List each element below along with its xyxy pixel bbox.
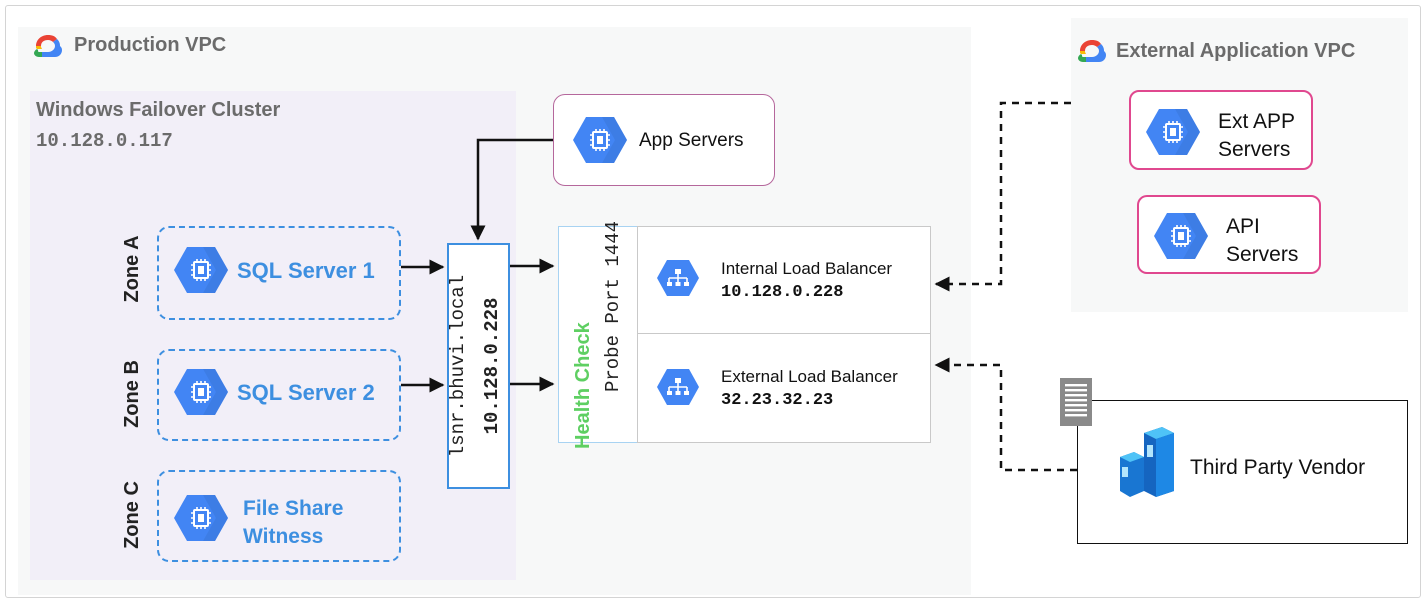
listener-box [447,243,510,489]
arrow-external-vpc-to-internal-lb [934,101,1071,292]
cluster-ip: 10.128.0.117 [36,130,173,152]
external-lb-name: External Load Balancer [721,367,898,386]
third-party-vendor-label: Third Party Vendor [1190,456,1366,479]
windows-failover-cluster-area [30,91,516,580]
sql-server-1-label: SQL Server 1 [237,258,375,283]
zone-c-box [157,470,401,562]
zone-b-box [157,349,401,441]
api-servers-label: API Servers [1226,213,1298,269]
production-vpc-title: Production VPC [74,34,227,56]
api-line1: API [1226,215,1260,238]
gateway-building-icon [1060,378,1092,426]
diagram-frame [5,5,1421,598]
file-share-witness-line1: File Share [243,497,344,520]
app-servers-label: App Servers [639,130,744,151]
arrow-vendor-to-external-lb [934,357,1077,472]
external-vpc-title: External Application VPC [1116,40,1356,62]
health-check-box [558,226,638,443]
ext-app-line1: Ext APP [1218,110,1296,133]
internal-lb-name: Internal Load Balancer [721,259,893,278]
zone-a-box [157,226,401,320]
external-lb-ip: 32.23.32.23 [721,391,834,410]
internal-lb-ip: 10.128.0.228 [721,283,844,302]
sql-server-2-label: SQL Server 2 [237,380,375,405]
file-share-witness-label: File Share Witness [243,495,343,551]
server-tower-icon [1120,427,1174,497]
arrow-app-servers-to-listener [470,138,553,241]
api-line2: Servers [1226,243,1299,266]
ext-app-servers-label: Ext APP Servers [1218,108,1295,164]
file-share-witness-line2: Witness [243,525,324,548]
ext-app-line2: Servers [1218,138,1291,161]
cluster-title: Windows Failover Cluster [36,99,281,121]
